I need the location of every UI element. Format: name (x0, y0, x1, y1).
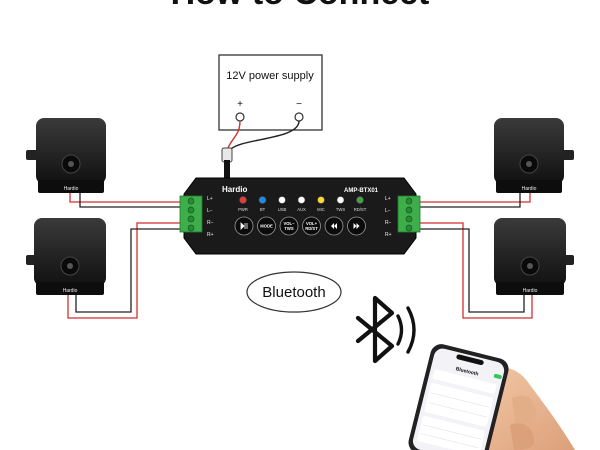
dc-plug (221, 147, 233, 163)
right-terminal-label: R− (385, 220, 392, 226)
terminal-screw (187, 206, 195, 214)
indicator-label: BT (260, 207, 266, 212)
amp-model: AMP-BTX01 (344, 188, 379, 194)
right-terminal-label: L− (385, 208, 391, 214)
bluetooth-icon (355, 295, 395, 364)
terminal-screw (405, 215, 413, 223)
indicator-led-usb (278, 196, 286, 204)
terminal-screw (187, 215, 195, 223)
amplifier: L+ L− R− R+ L+ L− R− R+ Hardio AMP-BTX01… (179, 177, 421, 255)
bluetooth-label-bubble (246, 271, 342, 313)
power-plus-terminal (235, 112, 245, 122)
terminal-screw (187, 197, 195, 205)
left-terminal-label: R+ (207, 232, 214, 238)
terminal-screw (187, 224, 195, 232)
right-terminal-label: R+ (385, 232, 392, 238)
indicator-label: RD/ST (354, 207, 367, 212)
speaker-top-left: Hardio (26, 118, 106, 193)
power-minus-label: − (296, 99, 302, 110)
bluetooth-label: Bluetooth (262, 284, 325, 301)
speaker-badge: Hardio (63, 288, 78, 294)
speaker-badge: Hardio (523, 288, 538, 294)
left-terminal-label: L+ (207, 196, 213, 202)
power-plus-label: + (237, 99, 243, 110)
power-minus-terminal (294, 112, 304, 122)
indicator-led-rd-st (356, 196, 364, 204)
next-icon (353, 223, 360, 229)
indicator-led-tws (336, 196, 345, 204)
speaker-bottom-left: Hardio (26, 218, 106, 295)
amp-button-label: VOL− (283, 221, 295, 226)
power-supply-label: 12V power supply (226, 70, 314, 82)
amp-button-label: RD/ST (305, 226, 318, 231)
indicator-label: PWR (238, 207, 248, 212)
indicator-label: AUX (297, 207, 306, 212)
right-terminal-label: L+ (385, 196, 391, 202)
smartphone: Bluetooth (408, 344, 509, 450)
indicator-led-bt (258, 196, 267, 204)
power-cable-black (229, 120, 300, 151)
indicator-label: TWS (336, 207, 346, 212)
amp-button-2[interactable] (279, 216, 299, 236)
indicator-led-aux (297, 196, 306, 204)
indicator-label: USB (278, 207, 287, 212)
amp-brand: Hardio (222, 185, 247, 194)
play-pause-icon (240, 222, 248, 230)
previous-icon (331, 223, 337, 229)
hand-holding-phone: Bluetooth (408, 344, 575, 450)
power-supply: 12V power supply + − (218, 54, 323, 131)
left-terminal-label: R− (207, 220, 214, 226)
amp-button-label: VOL+ (306, 221, 318, 226)
wireless-signal-icon (396, 306, 416, 354)
indicator-label: MIC (317, 207, 325, 212)
left-terminal-label: L− (207, 208, 213, 214)
amp-button-label: TWS (284, 226, 294, 231)
indicator-led-mic (317, 196, 325, 204)
page-title: How to Connect (171, 0, 430, 12)
terminal-screw (405, 197, 413, 205)
phone-screen-title: Bluetooth (455, 366, 479, 377)
speaker-badge: Hardio (522, 186, 537, 192)
speaker-top-right: Hardio (494, 118, 574, 193)
power-cable-red (227, 120, 241, 149)
right-terminal-block (397, 195, 421, 233)
speaker-badge: Hardio (64, 186, 79, 192)
amp-button-3[interactable] (302, 216, 321, 236)
amp-button-1[interactable] (257, 216, 276, 236)
left-terminal-block (179, 195, 203, 233)
terminal-screw (405, 206, 413, 214)
terminal-screw (405, 224, 413, 232)
indicator-led-pwr (239, 196, 247, 204)
speaker-bottom-right: Hardio (494, 218, 574, 295)
amp-button-label: MODE (260, 224, 273, 229)
